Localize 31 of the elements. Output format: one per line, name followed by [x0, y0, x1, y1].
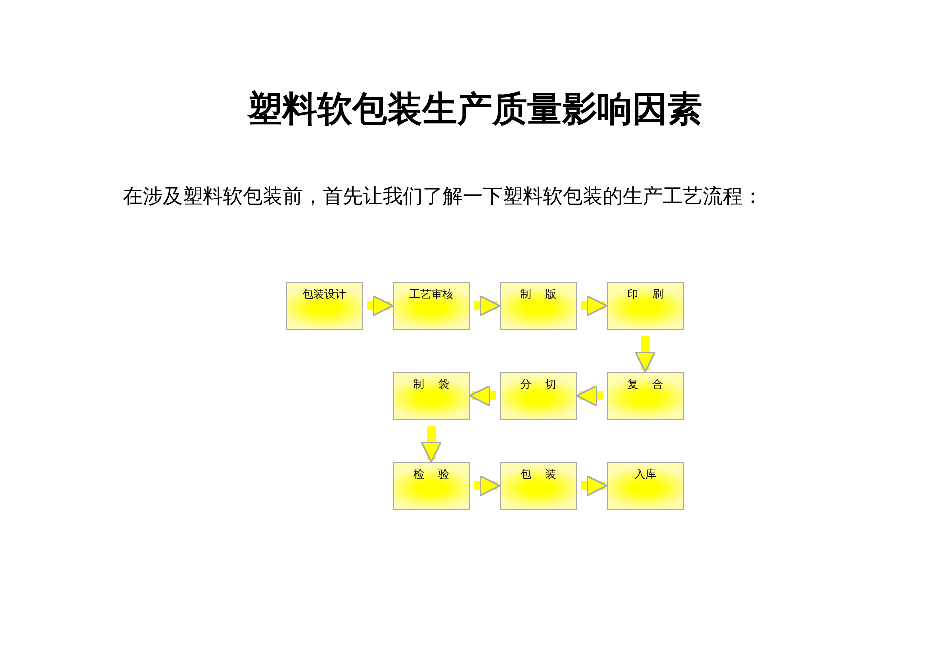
step-label: 包 装 — [519, 467, 558, 482]
block-arrow — [474, 295, 501, 317]
process-box — [607, 462, 684, 510]
step-label: 检 验 — [412, 467, 451, 482]
block-arrow — [634, 336, 656, 373]
block-arrow — [576, 385, 603, 407]
process-box — [500, 282, 577, 330]
block-arrow — [367, 295, 394, 317]
step-label: 入库 — [634, 467, 658, 482]
process-box — [286, 282, 363, 330]
process-box — [393, 282, 470, 330]
step-label: 分 切 — [519, 377, 558, 392]
step-label: 制 袋 — [412, 377, 451, 392]
block-arrow — [420, 426, 442, 463]
process-box — [607, 282, 684, 330]
block-arrow — [474, 475, 501, 497]
step-label: 工艺审核 — [408, 287, 454, 302]
process-box — [393, 372, 470, 420]
block-arrow — [581, 295, 608, 317]
process-box — [607, 372, 684, 420]
process-box — [500, 462, 577, 510]
block-arrow — [581, 475, 608, 497]
page-title: 塑料软包装生产质量影响因素 — [246, 88, 704, 132]
process-box — [393, 462, 470, 510]
step-label: 包装设计 — [302, 287, 348, 302]
process-box — [500, 372, 577, 420]
intro-paragraph: 在涉及塑料软包装前，首先让我们了解一下塑料软包装的生产工艺流程： — [122, 183, 764, 210]
block-arrow — [469, 385, 496, 407]
step-label: 复 合 — [626, 377, 665, 392]
step-label: 制 版 — [519, 287, 558, 302]
step-label: 印 刷 — [626, 287, 665, 302]
